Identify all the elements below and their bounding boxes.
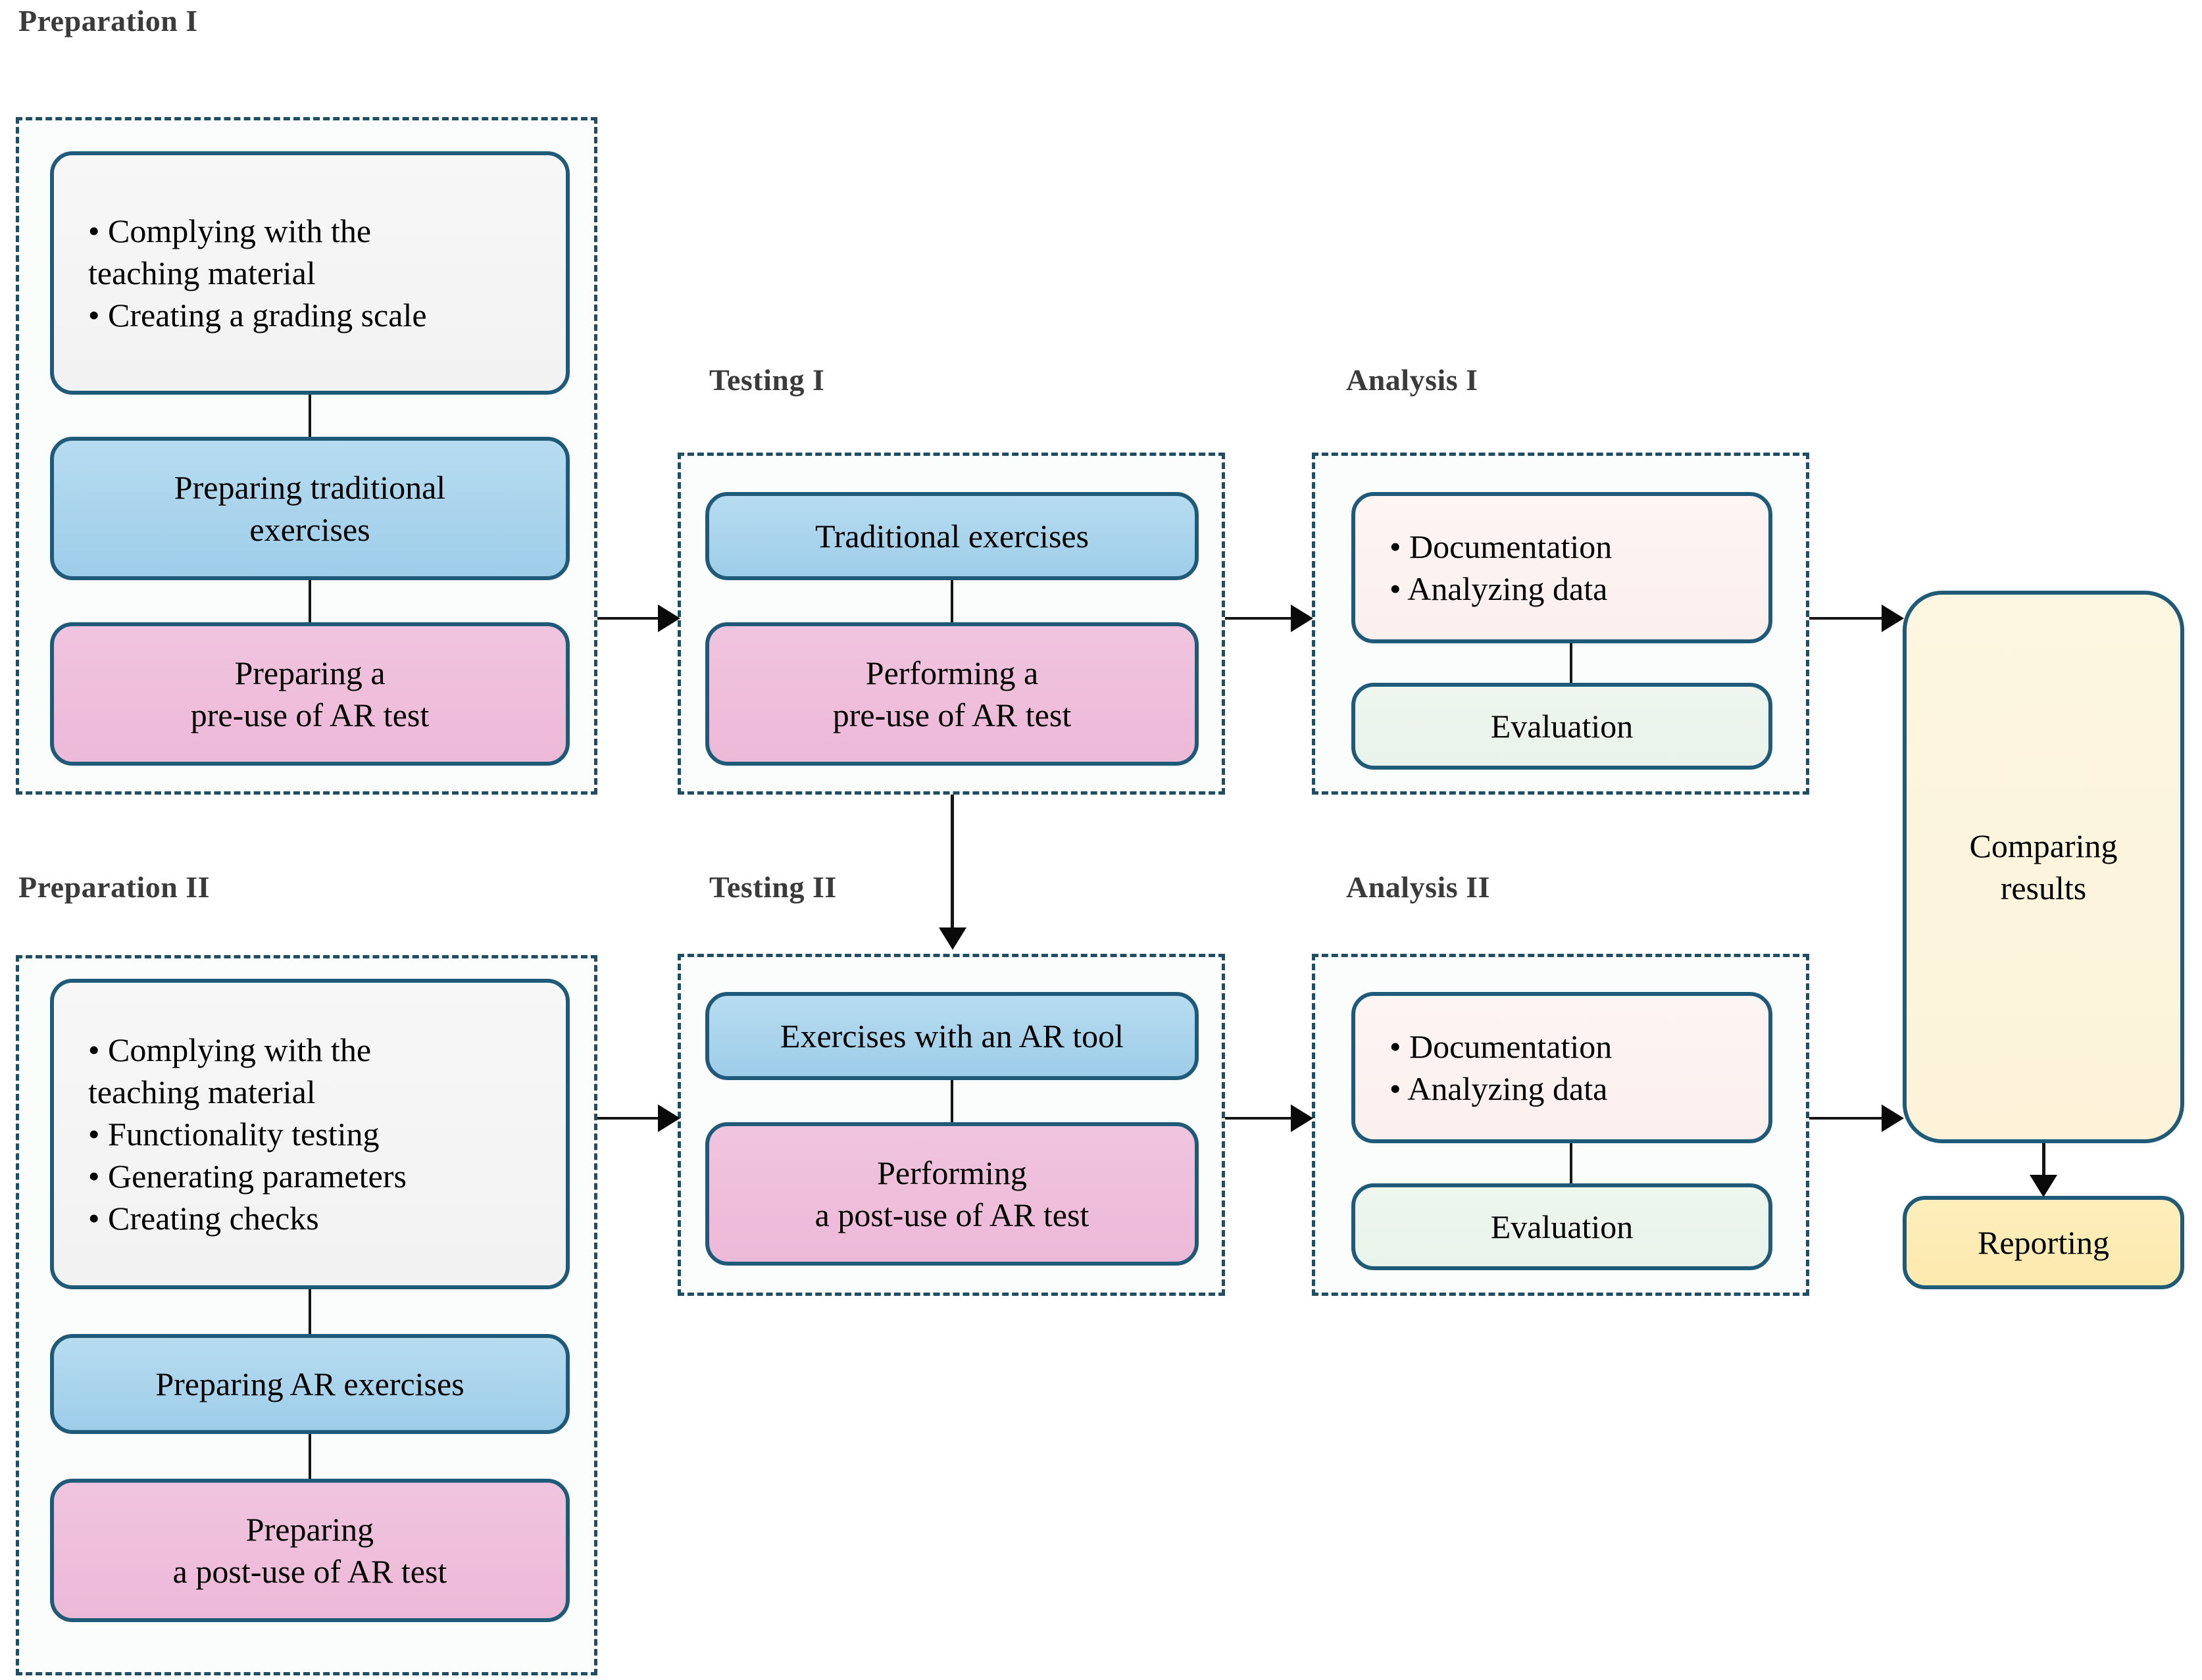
text-line-1: pre-use of AR test (190, 697, 430, 733)
node-test1-performing: Performing a pre-use of AR test (705, 622, 1199, 766)
bullet-3: • Creating checks (88, 1200, 319, 1237)
text-line-1: pre-use of AR test (832, 697, 1072, 733)
text-line-1: exercises (249, 511, 370, 548)
bullet-0: • Complying with the (88, 1031, 372, 1068)
arrow-head-comparing-to-reporting (2030, 1175, 2057, 1197)
node-prep2-ar-exercises: Preparing AR exercises (50, 1334, 570, 1434)
node-ana2-evaluation: Evaluation (1351, 1183, 1772, 1270)
arrow-head-ana2-to-comparing (1882, 1104, 1904, 1132)
node-ana1-evaluation: Evaluation (1351, 683, 1772, 770)
text-line-0: Preparing AR exercises (155, 1366, 464, 1402)
text-line-0: Comparing (1969, 828, 2118, 864)
arrow-head-ana1-to-comparing (1882, 605, 1904, 632)
text-line-0: Performing (877, 1154, 1027, 1191)
arrow-line-test1-to-ana1 (1225, 617, 1291, 620)
text-line-0: Reporting (1978, 1224, 2109, 1261)
bullet-2: • Generating parameters (88, 1158, 407, 1195)
connector-test2-a (951, 1079, 953, 1122)
node-ana1-docs: • Documentation • Analyzing data (1351, 492, 1772, 643)
arrow-line-prep2-to-test2 (597, 1117, 658, 1120)
arrow-line-comparing-to-reporting (2042, 1143, 2045, 1176)
node-prep2-posttest: Preparing a post-use of AR test (50, 1479, 570, 1622)
arrow-head-prep1-to-test1 (658, 605, 680, 632)
arrow-line-ana1-to-comparing (1809, 617, 1882, 620)
text-line-0: Evaluation (1490, 708, 1634, 745)
connector-test1-a (951, 579, 953, 625)
text-line-1: results (2000, 870, 2087, 906)
arrow-head-test1-to-ana1 (1291, 605, 1313, 632)
arrow-head-test2-to-ana2 (1291, 1104, 1313, 1132)
node-prep1-pretest: Preparing a pre-use of AR test (50, 622, 570, 766)
arrow-line-test2-to-ana2 (1225, 1117, 1291, 1120)
text-line-1: a post-use of AR test (814, 1197, 1089, 1233)
node-test2-exercises: Exercises with an AR tool (705, 992, 1199, 1080)
bullet-1: • Analyzing data (1389, 1070, 1608, 1107)
node-prep1-traditional: Preparing traditional exercises (50, 437, 570, 580)
group-label-testing-1: Testing I (709, 363, 825, 397)
connector-prep1-a (309, 393, 311, 439)
node-ana2-docs: • Documentation • Analyzing data (1351, 992, 1772, 1143)
group-label-preparation-1: Preparation I (18, 4, 198, 37)
text-line-0: Evaluation (1490, 1208, 1634, 1245)
text-line-0: Preparing a (234, 655, 386, 691)
connector-prep1-b (309, 579, 311, 625)
group-label-testing-2: Testing II (709, 870, 837, 904)
node-test2-performing: Performing a post-use of AR test (705, 1122, 1199, 1266)
node-prep2-planning: • Complying with the teaching material •… (50, 979, 570, 1289)
node-prep1-planning: • Complying with the teaching material •… (50, 151, 570, 395)
bullet-0: • Documentation (1389, 1028, 1613, 1065)
node-test1-exercises: Traditional exercises (705, 492, 1199, 580)
text-line-0: Preparing (245, 1511, 374, 1548)
group-label-preparation-2: Preparation II (18, 870, 211, 904)
arrow-head-test1-to-test2 (939, 927, 966, 950)
connector-ana2-a (1570, 1142, 1572, 1185)
bullet-0: • Documentation (1389, 528, 1613, 565)
connector-prep2-b (309, 1434, 311, 1479)
bullet-1: • Analyzing data (1389, 570, 1608, 607)
bullet-0-cont: teaching material (88, 255, 316, 291)
arrow-line-prep1-to-test1 (597, 617, 658, 620)
bullet-0-cont: teaching material (88, 1074, 316, 1110)
node-comparing-results: Comparing results (1903, 591, 2184, 1143)
bullet-1: • Creating a grading scale (88, 297, 427, 334)
connector-prep2-a (309, 1289, 311, 1334)
node-reporting: Reporting (1903, 1196, 2184, 1289)
group-label-analysis-2: Analysis II (1346, 870, 1490, 904)
arrow-head-prep2-to-test2 (658, 1104, 680, 1132)
text-line-0: Performing a (865, 655, 1039, 691)
connector-ana1-a (1570, 641, 1572, 685)
text-line-1: a post-use of AR test (172, 1553, 447, 1590)
text-line-0: Preparing traditional (174, 469, 446, 506)
text-line-0: Exercises with an AR tool (780, 1018, 1124, 1054)
bullet-0: • Complying with the (88, 212, 372, 249)
arrow-line-test1-to-test2 (951, 795, 954, 929)
bullet-1: • Functionality testing (88, 1116, 380, 1152)
arrow-line-ana2-to-comparing (1809, 1117, 1882, 1120)
text-line-0: Traditional exercises (814, 518, 1089, 555)
group-label-analysis-1: Analysis I (1346, 363, 1478, 397)
